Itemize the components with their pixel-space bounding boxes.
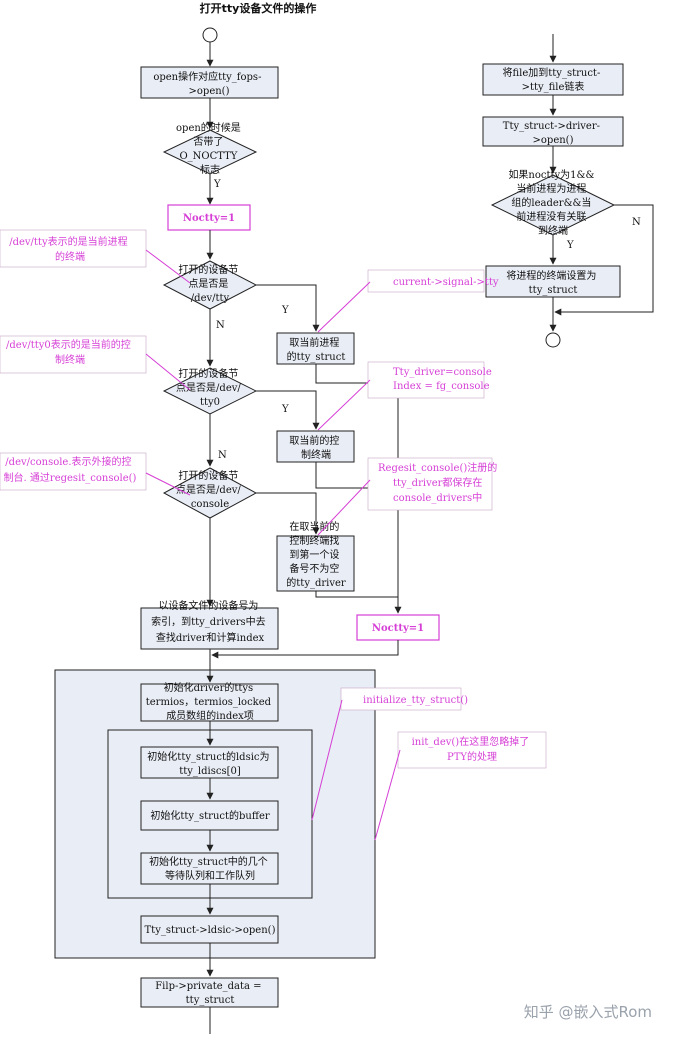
find-console-driver-text: 在取当前的 控制终端找 到第一个设 备号不为空 的tty_driver (286, 520, 346, 589)
noctty-flag-decision-text: open的时候是 否带了 O_NOCTTY 标志 (176, 121, 244, 176)
yes-label-leader: Y (566, 240, 574, 251)
note-initialize-tty-struct-text: initialize_tty_struct() (363, 695, 468, 706)
end-node (545, 332, 561, 348)
init-ttys-termios-box (140, 683, 279, 722)
note-dev-tty-text: /dev/tty表示的是当前进程 的终端 (9, 235, 131, 263)
note-initialize-tty-struct (340, 687, 462, 711)
note-dev-tty0 (0, 335, 147, 374)
set-noctty-text: Noctty=1 (183, 213, 235, 224)
no-label-dev-tty0: N (218, 450, 227, 461)
note-dev-tty0-text: /dev/tty0表示的是当前的控 制终端 (6, 338, 134, 366)
note-init-dev-text: init_dev()在这里忽略掉了 PTY的处理 (412, 735, 533, 763)
lookup-driver-box (140, 607, 279, 650)
init-buffer-text: 初始化tty_struct的buffer (150, 809, 270, 822)
start-node (202, 27, 218, 43)
note-dev-console (0, 452, 147, 491)
yes-label-dev-tty0: Y (281, 404, 289, 415)
init-ttys-termios-text: 初始化driver的ttys termios，termios_locked 成员… (146, 681, 275, 722)
note-dev-tty (0, 229, 147, 268)
get-ctrl-term-text: 取当前的控 制终端 (289, 434, 342, 461)
open-ops-text: open操作对应tty_fops- >open() (153, 70, 264, 97)
yes-label-noctty: Y (213, 179, 221, 190)
watermark: 知乎 @嵌入式Rom (524, 1003, 652, 1021)
set-noctty-box (167, 204, 251, 231)
note-current-signal-text: current->signal->tty (393, 277, 499, 288)
note-current-signal (367, 269, 485, 293)
add-file-box (482, 63, 624, 96)
diagram-title: 打开tty设备文件的操作 (200, 1, 317, 15)
dev-console-decision-text: 打开的设备节 点是否是/dev/ console (176, 469, 244, 510)
get-proc-tty-text: 取当前进程 的tty_struct (287, 336, 346, 363)
set-noctty-text-2: Noctty=1 (372, 623, 424, 634)
note-init-dev (397, 731, 547, 769)
ldisc-open-text: Tty_struct->ldsic->open() (145, 925, 276, 936)
find-console-driver-box (276, 535, 355, 592)
note-tty-driver-console-text: Tty_driver=console Index = fg_console (393, 367, 495, 392)
ldisc-open-box (140, 915, 279, 944)
init-queues-text: 初始化tty_struct中的几个 等待队列和工作队列 (149, 855, 271, 882)
driver-open-box (482, 116, 624, 147)
note-regesit-console-text: Regesit_console()注册的 tty_driver都保存在 cons… (378, 461, 500, 504)
dev-tty0-decision-text: 打开的设备节 点是否是/dev/ tty0 (176, 367, 244, 408)
add-file-text: 将file加到tty_struct- >tty_file链表 (502, 67, 603, 93)
noctty-leader-decision-text: 如果noctty为1&& 当前进程为进程 组的leader&&当 前进程没有关联… (508, 168, 597, 237)
no-label-leader: N (632, 217, 641, 228)
lookup-driver-text: 以设备文件的设备号为 索引，到tty_drivers中去 查找driver和计算… (151, 599, 269, 644)
no-label-dev-tty: N (216, 320, 225, 331)
private-data-text: Filp->private_data = tty_struct (155, 981, 265, 1006)
init-ldisc-box (140, 746, 279, 779)
get-ctrl-term-box (276, 430, 355, 463)
get-proc-tty-box (276, 332, 355, 365)
note-regesit-console (367, 457, 493, 511)
note-dev-console-text: /dev/console.表示外接的控 制台. 通过regesit_consol… (4, 455, 137, 484)
note-tty-driver-console (367, 361, 485, 399)
init-ldisc-text: 初始化tty_struct的ldsic为 tty_ldiscs[0] (147, 750, 272, 777)
yes-label-dev-tty: Y (281, 305, 289, 316)
dev-tty-decision-text: 打开的设备节 点是否是 /dev/tty (178, 263, 241, 304)
set-ctrl-term-text: 将进程的终端设置为 tty_struct (506, 269, 599, 296)
driver-open-text: Tty_struct->driver- >open() (503, 121, 603, 146)
